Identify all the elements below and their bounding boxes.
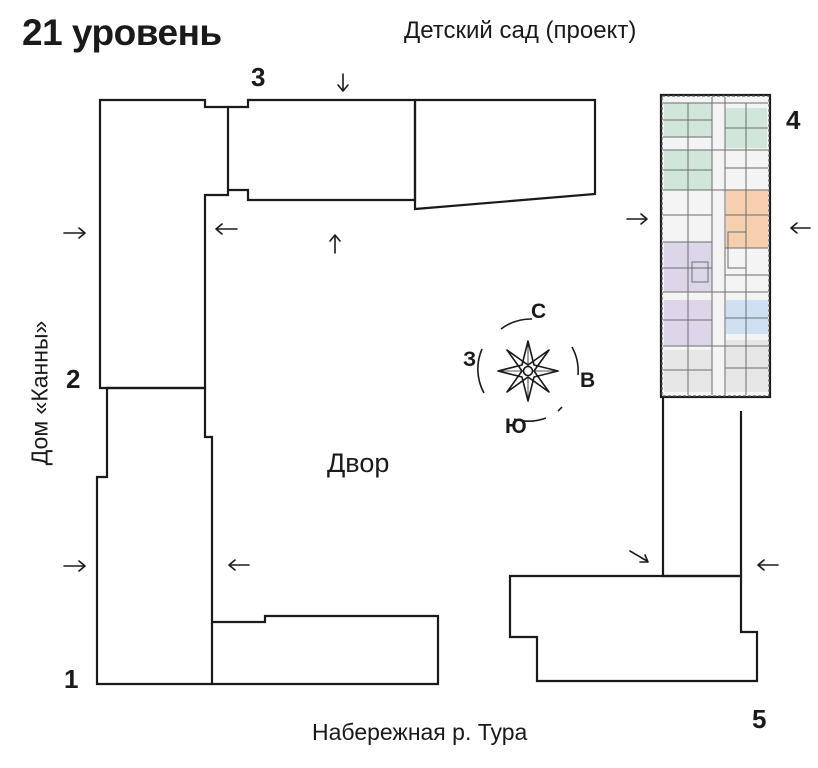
arrow-up-icon xyxy=(329,234,341,254)
apartment-blue-1 xyxy=(726,300,768,334)
apartment-orange-1 xyxy=(726,190,768,248)
section-number-4: 4 xyxy=(786,105,801,135)
section-number-5: 5 xyxy=(752,704,767,734)
bottom-street-label: Набережная р. Тура xyxy=(312,719,528,745)
building-section-2 xyxy=(98,98,230,390)
building-section-3-extension xyxy=(413,98,597,211)
arrow-left-icon xyxy=(757,559,779,571)
arrow-down-icon xyxy=(337,73,349,92)
building-section-3 xyxy=(228,98,417,202)
section-number-1: 1 xyxy=(64,664,79,694)
compass-west-label: З xyxy=(463,348,477,371)
building-section-5-stem xyxy=(661,397,743,578)
arrow-left-icon xyxy=(228,559,250,571)
arrow-left-icon xyxy=(790,222,811,234)
building-section-1 xyxy=(95,386,214,686)
page-title: 21 уровень xyxy=(22,12,222,53)
arrow-right-icon xyxy=(626,213,648,225)
apartment-gray-2 xyxy=(726,340,768,392)
arrow-right-icon xyxy=(63,227,86,239)
building-section-1-annex xyxy=(212,614,440,686)
compass-east-label: В xyxy=(580,369,596,392)
floor-plan-section-4 xyxy=(661,95,770,397)
top-street-label: Детский сад (проект) xyxy=(404,17,637,44)
arrow-right-icon xyxy=(63,560,86,572)
compass-south-label: Ю xyxy=(505,415,527,438)
compass-star-icon xyxy=(477,318,579,422)
building-section-5 xyxy=(508,574,759,683)
section-number-3: 3 xyxy=(251,62,266,92)
arrow-left-icon xyxy=(215,223,238,235)
section-number-2: 2 xyxy=(66,364,81,394)
yard-label: Двор xyxy=(327,448,390,478)
compass-north-label: С xyxy=(531,300,547,323)
arrow-down-right-icon xyxy=(629,550,649,563)
side-building-label: Дом «Канны» xyxy=(26,320,53,466)
